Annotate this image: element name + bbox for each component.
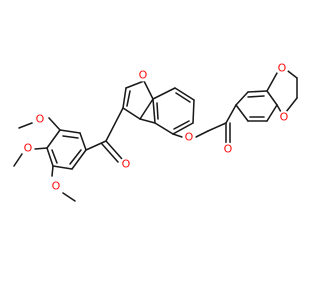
bond [192, 99, 195, 124]
ether-oxygen-atom: O [182, 130, 196, 144]
dioxane-oxygen-bottom-label: O [280, 111, 289, 124]
dioxane-oxygen-top-atom: O [275, 61, 289, 75]
bond [69, 149, 82, 165]
bond [139, 118, 156, 124]
bond [122, 87, 127, 109]
bond [174, 87, 195, 101]
bond [139, 98, 154, 120]
atom-label-layer: O O O O O O [21, 61, 291, 193]
bond-layer [13, 67, 298, 202]
bond [172, 133, 183, 138]
bond [156, 102, 159, 120]
bond [62, 135, 79, 139]
bond [52, 165, 73, 170]
bond [13, 153, 23, 167]
bond [152, 98, 156, 124]
bond [48, 117, 61, 131]
methoxy-oxygen-bottom-atom: O [49, 179, 63, 193]
bond [154, 122, 174, 135]
bond [152, 87, 176, 100]
bond [126, 90, 131, 107]
bond [143, 80, 154, 100]
bond [247, 95, 265, 98]
bond [175, 92, 191, 103]
ketone-oxygen-left-label: O [122, 158, 131, 171]
bond [62, 192, 76, 202]
bond [225, 104, 237, 124]
ketone-oxygen-right-atom: O [221, 142, 235, 156]
bond [276, 104, 282, 113]
bond [105, 140, 123, 160]
ketone-oxygen-right-label: O [224, 143, 233, 156]
bond [85, 140, 107, 151]
bond [173, 120, 190, 130]
bond [34, 147, 48, 150]
ketone-oxygen-left-atom: O [119, 157, 133, 171]
bond [266, 72, 278, 92]
methoxy-oxygen-top-atom: O [33, 112, 47, 126]
molecule-canvas: O O O O O O [13, 61, 298, 202]
bond [285, 97, 298, 113]
ether-oxygen-label: O [185, 131, 194, 144]
bond [235, 104, 249, 122]
bond [101, 143, 119, 163]
bond [207, 122, 227, 132]
bond [79, 132, 87, 151]
bond [266, 90, 278, 106]
methoxy-oxygen-middle-atom: O [21, 141, 35, 155]
bond [125, 80, 145, 89]
bond [105, 107, 124, 142]
bond [122, 107, 141, 120]
methoxy-oxygen-top-label: O [36, 113, 45, 126]
bond [18, 122, 33, 129]
bond [172, 122, 194, 135]
bond [46, 129, 61, 149]
bond [46, 147, 54, 167]
bond [51, 149, 58, 164]
bond [71, 149, 87, 170]
bond [266, 104, 278, 122]
dioxane-oxygen-top-label: O [278, 62, 287, 75]
bond [247, 90, 268, 93]
bond [235, 91, 249, 106]
furan-oxygen-label: O [139, 69, 148, 82]
methoxy-oxygen-bottom-label: O [52, 180, 61, 193]
bond [59, 129, 81, 134]
bond [195, 130, 209, 138]
dioxane-oxygen-bottom-atom: O [277, 110, 291, 124]
molecule-drawing: O O O O O O [13, 61, 298, 202]
bond [51, 165, 54, 177]
methoxy-oxygen-middle-label: O [24, 142, 33, 155]
furan-oxygen-atom: O [136, 68, 150, 82]
